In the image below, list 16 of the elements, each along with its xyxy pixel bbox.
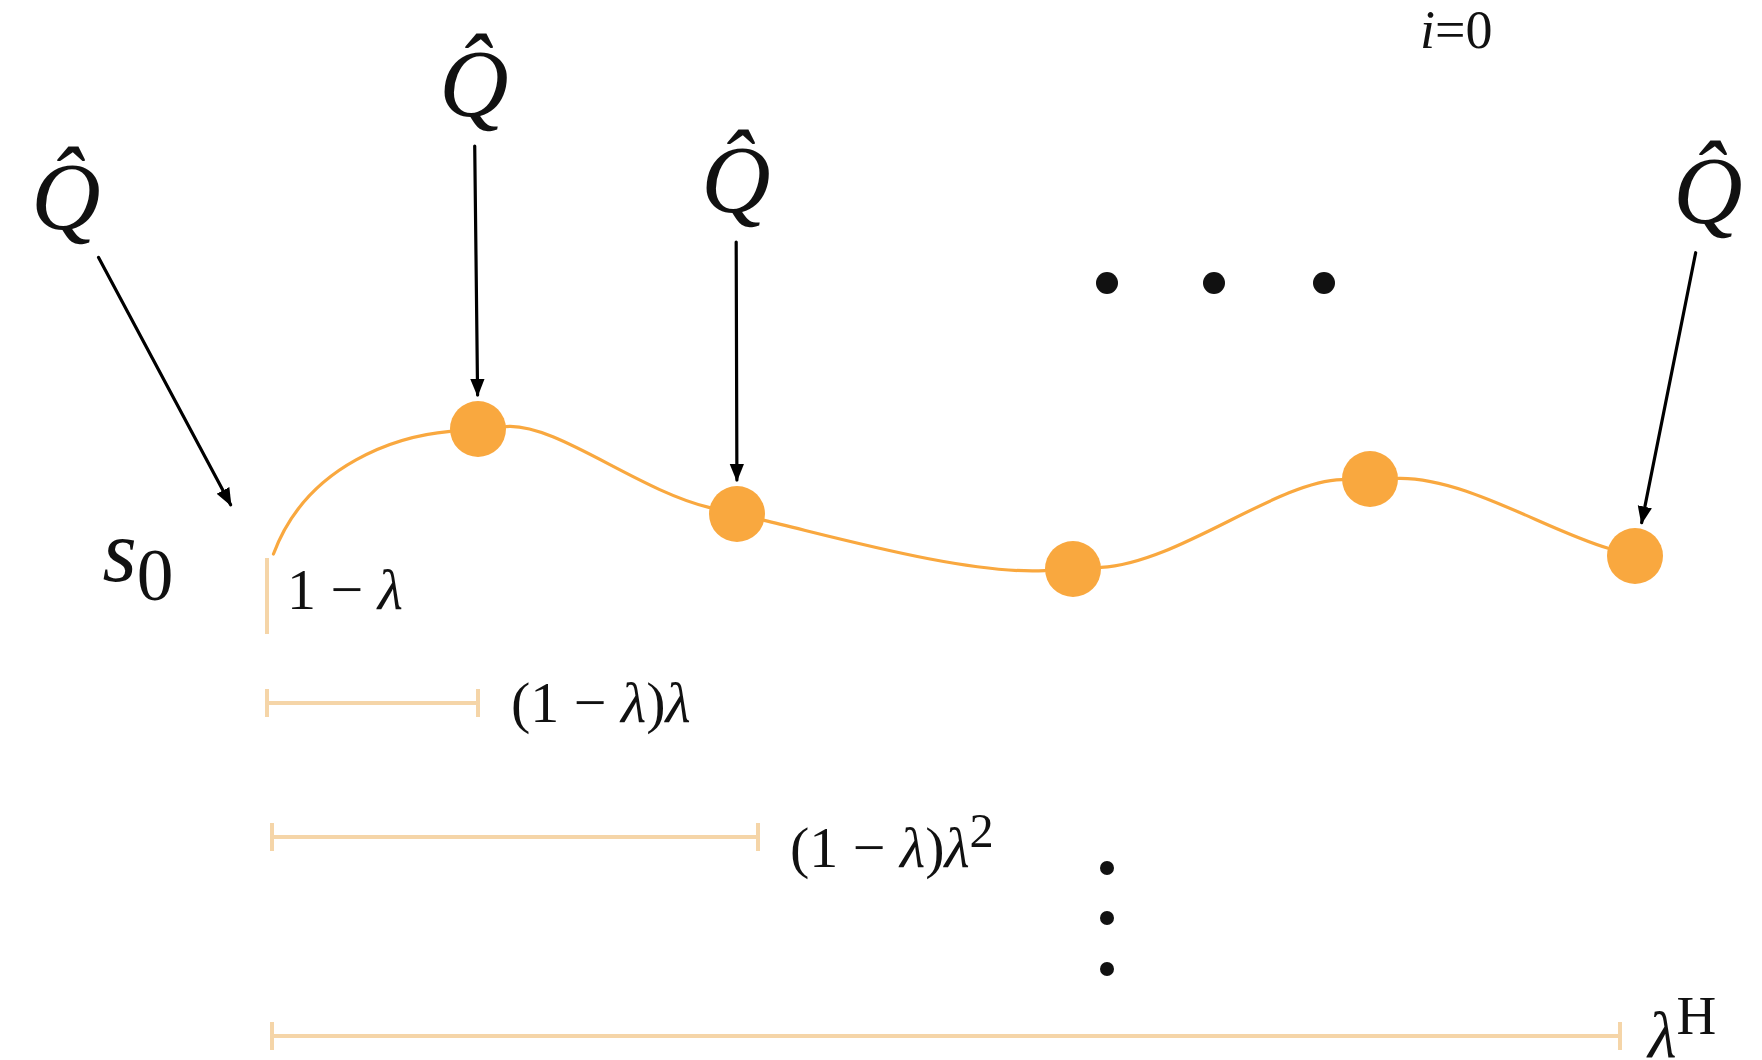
formula-label: i=0	[1420, 3, 1493, 57]
trajectory-curve	[1396, 476, 1610, 550]
arrow	[470, 144, 485, 397]
formula-label: 1 − λ	[287, 561, 403, 619]
trajectory-curve	[271, 429, 452, 556]
trajectory-curve	[1099, 478, 1344, 570]
state-label: s$_{0}$	[102, 508, 274, 612]
trajectory-curve	[504, 425, 712, 510]
arrow	[729, 240, 745, 482]
formula-label: λ$^{H}$	[1648, 988, 1717, 1060]
arrow	[96, 255, 233, 507]
arrow	[1637, 251, 1698, 525]
formula-label: (1 − λ)λ$^{2}$	[790, 806, 994, 878]
formula-label: (1 − λ)λ	[511, 674, 691, 732]
trajectory-curve	[762, 518, 1047, 573]
trajectory-point	[1607, 528, 1663, 584]
